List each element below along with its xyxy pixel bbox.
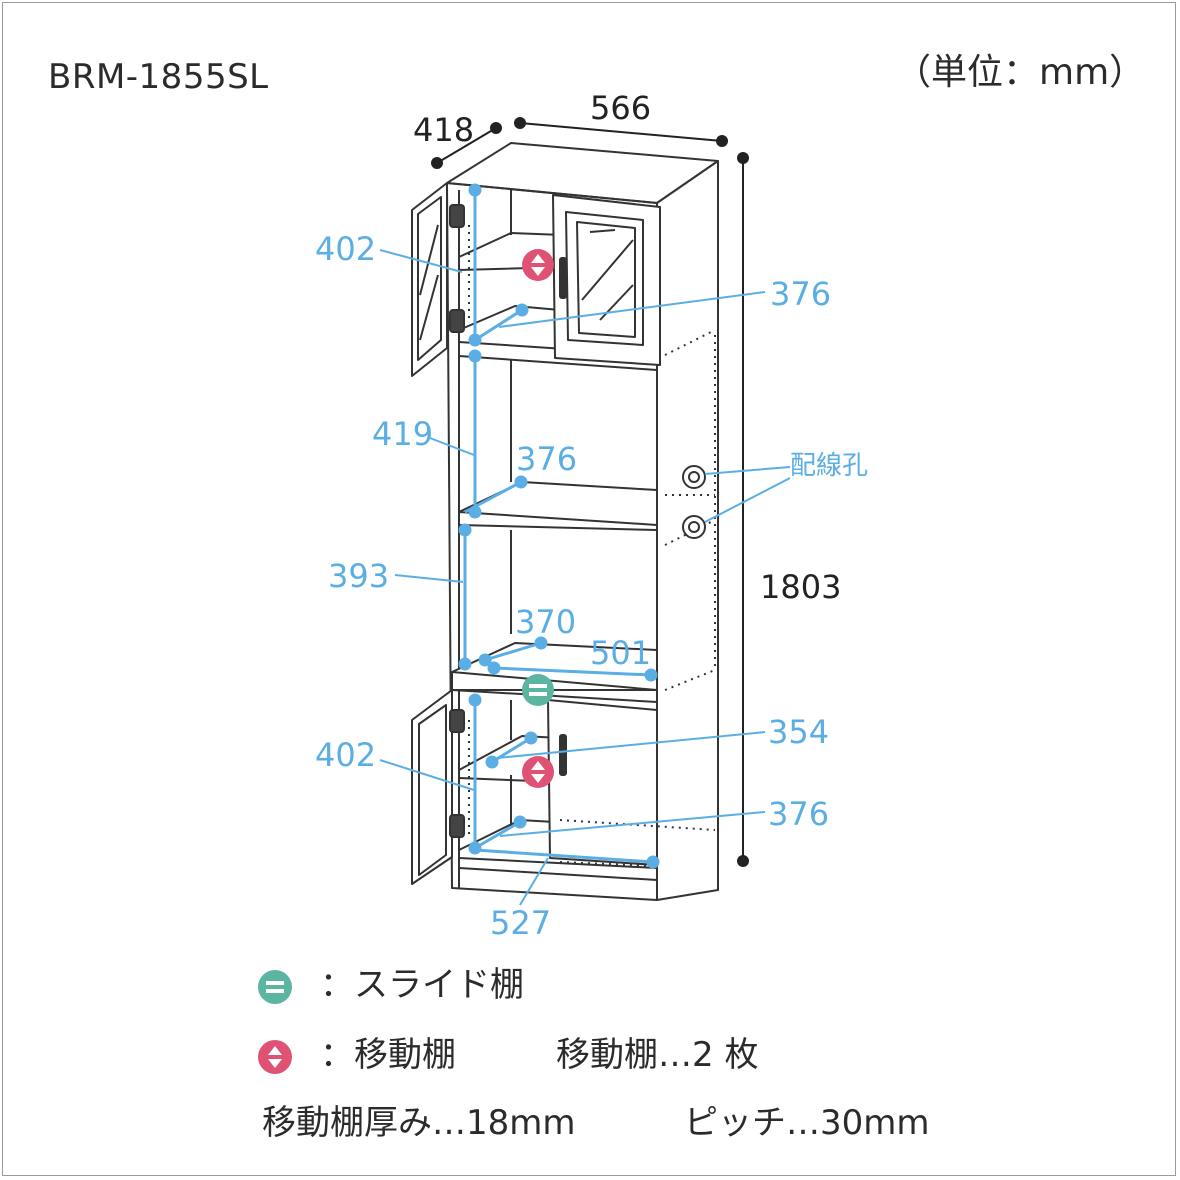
movable-shelf-marker-bottom bbox=[522, 756, 554, 788]
dim-bottom-shelf-depth: 354 bbox=[768, 713, 829, 751]
legend-movable-shelf: ：移動棚 bbox=[320, 1035, 456, 1075]
slide-shelf-marker bbox=[522, 674, 554, 706]
dim-middle-shelf-depth: 376 bbox=[516, 440, 577, 478]
legend-movable-count: 移動棚…2 枚 bbox=[556, 1035, 759, 1075]
overall-dimension-lines bbox=[431, 117, 749, 867]
dim-slide-shelf-width: 501 bbox=[590, 634, 651, 672]
dim-depth: 418 bbox=[413, 111, 474, 149]
up-down-arrow-icon bbox=[258, 1040, 292, 1074]
legend-slide-shelf: ：スライド棚 bbox=[320, 965, 524, 1005]
model-number: BRM-1855SL bbox=[48, 57, 269, 97]
dim-lower-open-height: 393 bbox=[328, 557, 389, 595]
movable-shelf-marker-top bbox=[522, 249, 554, 281]
legend-shelf-thickness: 移動棚厚み…18mm bbox=[262, 1103, 576, 1143]
dim-bottom-inner-width: 527 bbox=[490, 904, 551, 942]
dim-height: 1803 bbox=[760, 568, 841, 606]
dim-slide-shelf-depth: 370 bbox=[515, 603, 576, 641]
leader-lines bbox=[379, 249, 791, 906]
dim-middle-height: 419 bbox=[372, 415, 433, 453]
unit-label: （単位：mm） bbox=[895, 52, 1146, 93]
dim-width: 566 bbox=[590, 89, 651, 127]
wiring-hole-label: 配線孔 bbox=[790, 451, 868, 481]
cabinet-drawing bbox=[411, 142, 719, 901]
dim-bottom-floor-depth: 376 bbox=[768, 795, 829, 833]
equal-sign-icon bbox=[258, 970, 292, 1004]
dim-bottom-door-height: 402 bbox=[315, 736, 376, 774]
dim-top-shelf-depth: 376 bbox=[770, 275, 831, 313]
legend-shelf-pitch: ピッチ…30mm bbox=[684, 1103, 930, 1143]
dim-top-door-height: 402 bbox=[315, 230, 376, 268]
interior-dimension-lines bbox=[458, 183, 660, 869]
